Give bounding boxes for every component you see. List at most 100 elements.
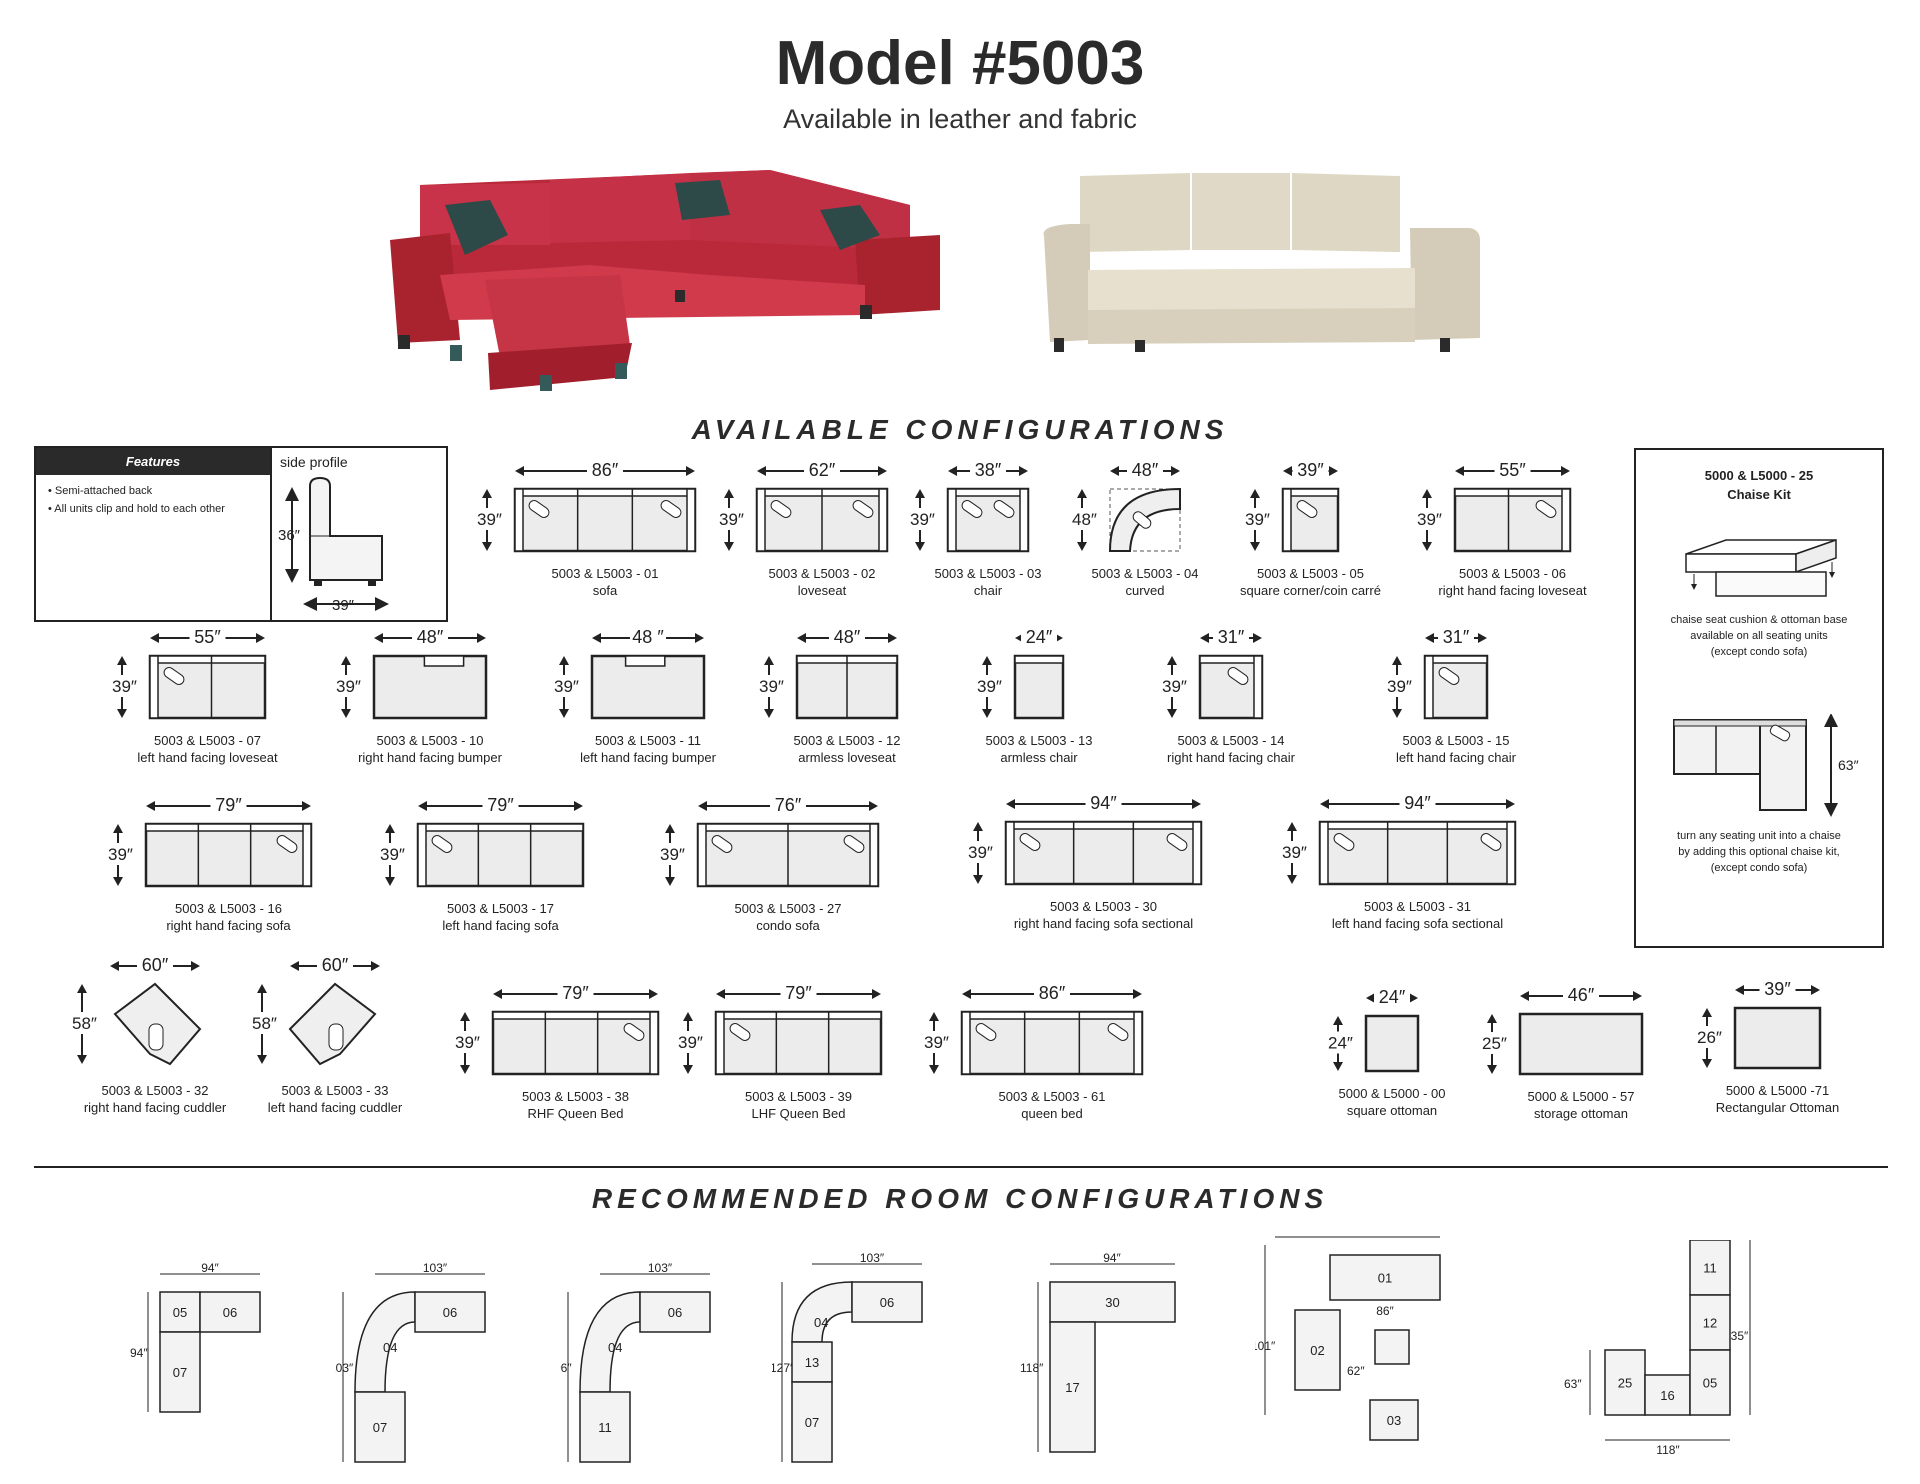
depth-dimension: 39″: [554, 677, 579, 696]
depth-dimension: 39″: [910, 510, 935, 529]
depth-dimension: 39″: [1162, 677, 1187, 696]
unit-shape: [144, 822, 313, 888]
product-name: chair: [973, 583, 1003, 598]
product-code: 5003 & L5003 - 02: [768, 566, 876, 581]
feature-item: • All units clip and hold to each other: [48, 503, 225, 515]
width-dimension: 48 ″: [632, 627, 664, 647]
room-height: 101″: [1255, 1339, 1276, 1353]
width-dimension: 94″: [1404, 793, 1431, 813]
depth-dimension: 58″: [72, 1014, 97, 1033]
room-height: 103″: [335, 1361, 354, 1375]
depth-dimension: 25″: [1482, 1034, 1507, 1053]
product-label: 5003 & L5003 - 07 left hand facing lovese…: [90, 732, 325, 766]
room-unit-label: 16: [1660, 1388, 1674, 1403]
width-dimension: 48″: [417, 627, 444, 647]
unit-shape: [491, 1010, 660, 1076]
product-code: 5000 & L5000 -71: [1725, 1083, 1830, 1098]
product-name: queen bed: [1021, 1106, 1083, 1121]
product-diagram: 39″ 26″: [1695, 979, 1822, 1070]
depth-dimension: 58″: [252, 1014, 277, 1033]
width-dimension: 60″: [142, 955, 169, 975]
unit-shape: [1518, 1012, 1644, 1076]
cream-sofa-image: [1043, 173, 1480, 352]
width-dimension: 31″: [1443, 627, 1470, 647]
product-name: right hand facing chair: [1167, 750, 1295, 765]
width-dimension: 62″: [809, 460, 836, 480]
depth-dimension: 39″: [1245, 510, 1270, 529]
room-width: 94″: [1103, 1252, 1121, 1265]
width-dimension: 39″: [1297, 460, 1324, 480]
chaise-kit-title: 5000 & L5000 - 25 Chaise Kit: [1636, 466, 1882, 504]
unit-shape: [696, 822, 880, 888]
unit-shape: [714, 1010, 883, 1076]
page-title: Model #5003: [775, 29, 1145, 98]
product-diagram: 48″39″: [334, 627, 488, 720]
features-divider: [270, 448, 272, 620]
product-code: 5003 & L5003 - 61: [998, 1089, 1106, 1104]
width-dimension: 38″: [975, 460, 1002, 480]
room-height: 127″: [772, 1361, 795, 1375]
room-unit-label: 06: [880, 1295, 894, 1310]
width-dimension: 86″: [1039, 983, 1066, 1003]
room-width: 94″: [201, 1262, 219, 1275]
width-dimension: 24″: [1026, 627, 1053, 647]
product-name: right hand facing loveseat: [1438, 583, 1587, 598]
width-dimension: 46″: [1568, 985, 1595, 1005]
product-diagram: 48″39″: [757, 627, 899, 720]
chaise-note-1-line: chaise seat cushion & ottoman base: [1670, 614, 1848, 626]
product-code: 5003 & L5003 - 12: [793, 733, 901, 748]
room-unit-label: 04: [608, 1340, 622, 1355]
product-diagram: 60″ 58″: [70, 955, 202, 1066]
cream-sofa-illustration: [1043, 173, 1480, 352]
unit-shape: [795, 654, 899, 720]
unit-shape: [113, 982, 202, 1066]
room-unit-label: 06: [443, 1305, 457, 1320]
product-name: left hand facing loveseat: [137, 750, 278, 765]
room-unit-label: 17: [1065, 1380, 1079, 1395]
features-heading: Features: [36, 448, 270, 475]
product-code: 5003 & L5003 - 39: [745, 1089, 852, 1104]
page-subtitle: Available in leather and fabric: [783, 104, 1137, 134]
product-diagram: 48 ″ 39″: [552, 627, 706, 720]
chaise-note-1-line: available on all seating units: [1690, 630, 1828, 642]
product-label: 5003 & L5003 - 61 queen bed: [902, 1088, 1202, 1122]
room-width: 103″: [423, 1262, 448, 1275]
width-dimension: 94″: [1090, 793, 1117, 813]
room-height: 96″: [560, 1361, 572, 1375]
product-diagram: 31″39″: [1385, 627, 1489, 720]
product-code: 5003 & L5003 - 16: [175, 901, 282, 916]
chaise-kit-name: Chaise Kit: [1727, 487, 1791, 502]
room-unit-label: 06: [668, 1305, 682, 1320]
unit-shape: [416, 822, 585, 888]
depth-dimension: 26″: [1697, 1028, 1722, 1047]
depth-dimension: 39″: [1417, 510, 1442, 529]
product-code: 5003 & L5003 - 33: [281, 1083, 389, 1098]
room-height-2: 62″: [1347, 1364, 1365, 1378]
width-dimension: 24″: [1379, 987, 1406, 1007]
unit-shape: [1004, 820, 1203, 886]
width-dimension: 48″: [1132, 460, 1159, 480]
room-unit-label: 05: [1703, 1376, 1717, 1391]
room-unit-label: 25: [1618, 1376, 1632, 1391]
product-diagram: 86″39″: [475, 460, 697, 553]
room-unit-label: 04: [383, 1340, 397, 1355]
width-dimension: 39″: [1764, 979, 1791, 999]
unit-shape: [148, 654, 267, 720]
product-name: right hand facing sofa: [166, 918, 291, 933]
depth-dimension: 39″: [759, 677, 784, 696]
recommended-configurations-heading: RECOMMENDED ROOM CONFIGURATIONS: [591, 1183, 1329, 1214]
product-code: 5003 & L5003 - 01: [551, 566, 659, 581]
product-name: right hand facing cuddler: [83, 1100, 227, 1115]
product-code: 5003 & L5003 - 07: [154, 733, 261, 748]
chaise-kit-code: 5000 & L5000 - 25: [1704, 468, 1814, 483]
width-dimension: 79″: [487, 795, 514, 815]
unit-shape: [513, 487, 697, 553]
